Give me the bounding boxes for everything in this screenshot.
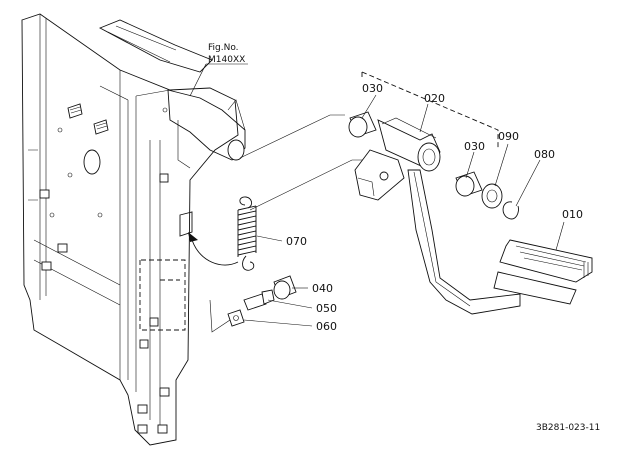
leader-lines xyxy=(243,94,565,327)
frame-nuts xyxy=(39,173,170,434)
frame-bracket xyxy=(21,13,246,446)
fig-no-value: M140XX xyxy=(208,55,245,65)
stud-bolt-lower xyxy=(93,119,109,135)
callout-030-upper: 030 xyxy=(362,82,383,95)
callout-050: 050 xyxy=(316,302,337,315)
drawing-id: 3B281-023-11 xyxy=(536,423,600,433)
nut-060 xyxy=(227,309,245,327)
fig-no-label: Fig.No. xyxy=(208,43,239,53)
washer xyxy=(481,183,503,209)
callout-020: 020 xyxy=(424,92,445,105)
pedal-arm-assembly xyxy=(354,71,593,315)
fig-number-block: Fig.No. M140XX xyxy=(189,43,248,97)
callout-040: 040 xyxy=(312,282,333,295)
stud-bolt-upper xyxy=(67,103,83,119)
callout-010: 010 xyxy=(562,208,583,221)
snap-ring xyxy=(502,201,519,220)
bushing-upper xyxy=(348,111,377,138)
return-spring xyxy=(188,196,257,271)
collar-040 xyxy=(273,275,297,300)
callout-060: 060 xyxy=(316,320,337,333)
callout-labels: 030 020 030 090 080 010 070 040 050 060 xyxy=(286,82,583,333)
bushing-lower xyxy=(455,171,483,197)
callout-070: 070 xyxy=(286,235,307,248)
callout-090: 090 xyxy=(498,130,519,143)
callout-080: 080 xyxy=(534,148,555,161)
callout-030-lower: 030 xyxy=(464,140,485,153)
